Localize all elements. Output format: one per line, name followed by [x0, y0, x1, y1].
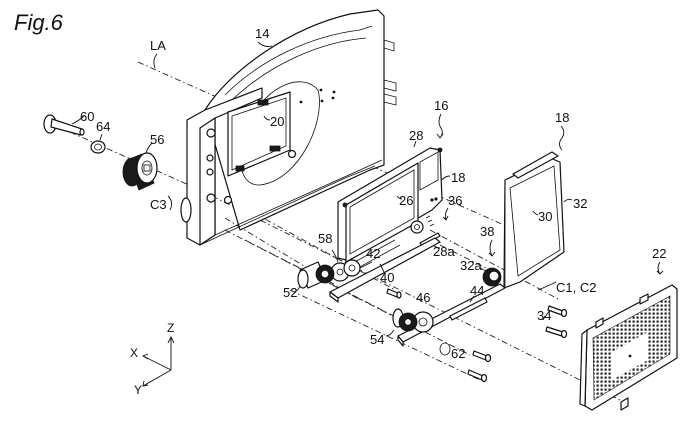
axis-c3: C3	[150, 195, 173, 212]
part-52-motor: 52	[283, 261, 335, 300]
part-44-rack: 44	[397, 283, 506, 347]
part-46-gear: 46	[412, 290, 434, 333]
axis-y-label: Y	[134, 383, 142, 397]
label-54: 54	[370, 332, 384, 347]
label-52: 52	[283, 285, 297, 300]
label-40: 40	[380, 270, 394, 285]
part-38-gear: 38 32a	[460, 224, 502, 287]
label-34: 34	[537, 308, 551, 323]
label-28: 28	[409, 128, 423, 143]
label-22: 22	[652, 246, 666, 261]
part-16-display-unit: 28 18 26 16	[337, 98, 465, 263]
label-56: 56	[150, 132, 164, 147]
part-18-panel: 32 30 18	[503, 110, 587, 289]
label-64: 64	[96, 119, 110, 134]
label-28a: 28a	[433, 244, 455, 259]
label-16: 16	[434, 98, 448, 113]
label-58: 58	[318, 231, 332, 246]
figure-title: Fig.6	[14, 10, 64, 35]
label-20: 20	[270, 114, 284, 129]
part-14-housing: 14 20	[180, 9, 397, 246]
label-la: LA	[150, 38, 166, 53]
label-42: 42	[366, 246, 380, 261]
label-14: 14	[255, 26, 269, 41]
axis-z-label: Z	[167, 321, 174, 335]
label-60: 60	[80, 109, 94, 124]
part-22-cover: 22	[579, 246, 678, 411]
part-42-gear-teeth: 42	[359, 246, 380, 269]
label-62: 62	[451, 346, 465, 361]
label-18b: 18	[555, 110, 569, 125]
label-18a: 18	[451, 170, 465, 185]
part-54-motor: 54	[370, 308, 418, 347]
label-c1-c2: C1, C2	[556, 280, 596, 295]
label-32: 32	[573, 196, 587, 211]
label-44: 44	[470, 283, 484, 298]
part-60-shaft: 60	[43, 109, 94, 136]
label-26: 26	[399, 193, 413, 208]
part-62-ring: 62	[439, 342, 465, 361]
part-36-pinion: 36 28a	[410, 193, 462, 259]
label-c3: C3	[150, 197, 167, 212]
part-56-roller: 56	[122, 132, 164, 191]
lower-screws	[386, 288, 492, 383]
coordinate-axes: Z X Y	[130, 321, 175, 397]
part-64-bearing: 64	[90, 119, 110, 154]
part-34-screws: 34	[537, 305, 568, 339]
label-38: 38	[480, 224, 494, 239]
label-32a: 32a	[460, 258, 482, 273]
axis-x-label: X	[130, 346, 138, 360]
label-36: 36	[448, 193, 462, 208]
axis-c1-c2: C1, C2	[537, 280, 596, 295]
label-46: 46	[416, 290, 430, 305]
label-30: 30	[538, 209, 552, 224]
